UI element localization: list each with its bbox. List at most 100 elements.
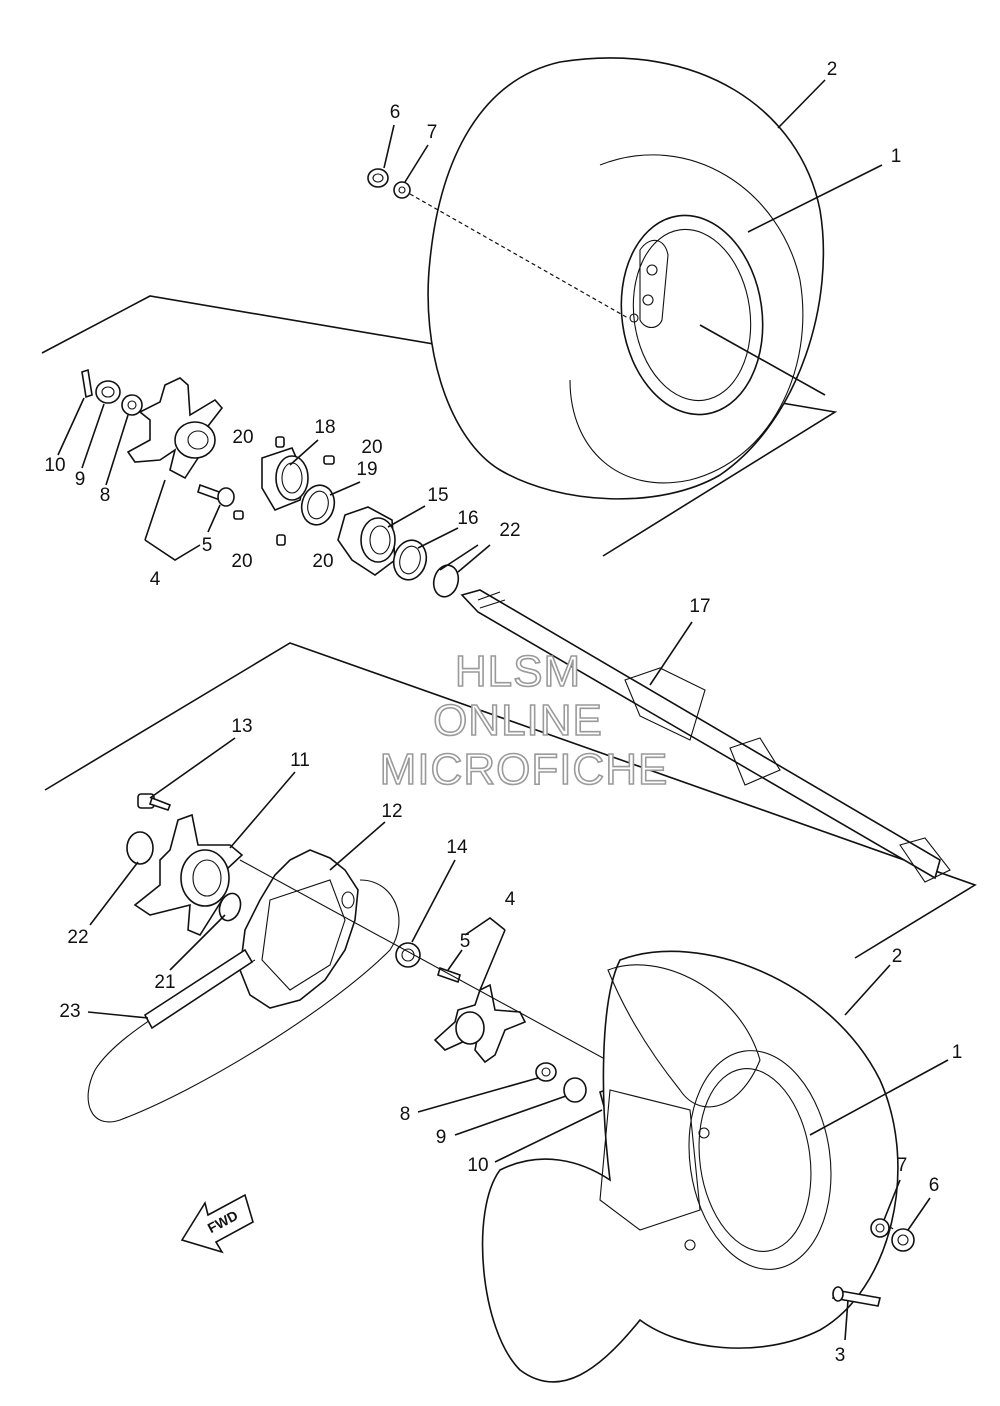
- watermark-line3: MICROFICHE: [380, 745, 669, 794]
- upper-cotter-pin: [81, 368, 93, 399]
- callout-upper-tire: 2: [827, 59, 838, 80]
- leader-5: [207, 504, 221, 533]
- callout-set-screw-d: 20: [312, 551, 333, 572]
- leader-10-lower: [494, 1109, 603, 1163]
- leader-17: [649, 621, 693, 686]
- leader-6-lower: [907, 1197, 931, 1231]
- leader-7-lower: [883, 1179, 901, 1221]
- leader-2-lower: [844, 964, 891, 1016]
- leader-12: [329, 821, 386, 871]
- set-screws: [233, 436, 335, 546]
- chain-loop: [87, 879, 400, 1123]
- callout-upper-plain-washer: 8: [100, 485, 111, 506]
- leader-18: [289, 439, 319, 466]
- leader-upper-washer: [404, 144, 429, 183]
- callout-seal: 19: [356, 459, 377, 480]
- leader-3: [844, 1299, 849, 1341]
- callout-lower-tire: 2: [892, 946, 903, 967]
- callout-lower-stud: 5: [460, 931, 471, 952]
- lower-nut-6: [891, 1228, 915, 1252]
- leader-21: [169, 914, 226, 971]
- callout-circlip: 21: [154, 972, 175, 993]
- leader-16: [417, 527, 459, 549]
- upper-castle-nut: [95, 380, 121, 404]
- upper-plain-washer: [121, 394, 143, 416]
- leader-22a: [439, 544, 479, 571]
- sprocket-12: [239, 849, 359, 1009]
- callout-axle: 17: [689, 596, 710, 617]
- callout-sprocket: 12: [381, 801, 402, 822]
- leader-13: [149, 737, 236, 799]
- leader-4-lower-a: [479, 929, 506, 991]
- watermark-line2: ONLINE: [433, 696, 603, 745]
- leader-4a: [144, 479, 166, 541]
- spacer-16: [392, 539, 428, 581]
- callout-spacer: 16: [457, 508, 478, 529]
- callout-bearing-housing: 18: [314, 417, 335, 438]
- leader-8-lower: [417, 1077, 539, 1113]
- leader-4: [144, 539, 201, 561]
- callout-upper-cotter: 10: [44, 455, 65, 476]
- leader-11: [229, 771, 296, 849]
- bearing-housing-18: [261, 447, 309, 511]
- leader-19: [329, 481, 361, 496]
- valve-3: [832, 1286, 881, 1307]
- circlip-21: [218, 892, 242, 922]
- nut-14: [395, 942, 421, 968]
- callout-valve: 3: [835, 1345, 846, 1366]
- callout-o-ring-upper: 22: [499, 520, 520, 541]
- axle-17: [460, 589, 951, 883]
- seal-19: [300, 484, 336, 526]
- leader-10: [57, 397, 85, 456]
- watermark-line1: HLSM: [455, 647, 581, 696]
- callout-bolt: 13: [231, 716, 252, 737]
- callout-chain: 23: [59, 1001, 80, 1022]
- leader-22-lower: [89, 861, 139, 926]
- leader-upper-nut: [383, 124, 395, 169]
- lower-washer-7: [870, 1218, 890, 1238]
- callout-o-ring-lower: 22: [67, 927, 88, 948]
- callout-bearing: 15: [427, 485, 448, 506]
- upper-wheel: [427, 57, 825, 500]
- leader-4-lower: [464, 917, 506, 936]
- callout-upper-hub-assy: 4: [150, 569, 161, 590]
- leader-22b: [457, 544, 491, 573]
- leader-14: [411, 859, 456, 943]
- callout-upper-nut: 6: [390, 102, 401, 123]
- callout-set-screw-c: 20: [231, 551, 252, 572]
- leader-9-lower: [454, 1095, 567, 1136]
- lower-hub-4: [433, 983, 527, 1064]
- callout-upper-castle-nut: 9: [75, 469, 86, 490]
- callout-lower-plain-washer: 8: [400, 1104, 411, 1125]
- callout-upper-washer: 7: [427, 122, 438, 143]
- chain-23: [143, 948, 254, 1030]
- leader-15: [387, 505, 426, 528]
- callout-lower-cotter: 10: [467, 1155, 488, 1176]
- leader-23: [87, 1011, 149, 1019]
- lower-hub-11: [133, 813, 244, 936]
- fwd-arrow: FWD: [180, 1193, 254, 1254]
- leader-8: [105, 414, 129, 486]
- lower-wheel: [481, 950, 899, 1383]
- upper-hub: [126, 377, 224, 480]
- leader-upper-rim: [747, 164, 883, 233]
- callout-set-screw-a: 20: [232, 427, 253, 448]
- leader-1-lower: [809, 1059, 949, 1136]
- callout-nut-14: 14: [446, 837, 468, 858]
- callout-lower-washer: 7: [897, 1155, 908, 1176]
- callout-upper-stud: 5: [202, 535, 213, 556]
- callout-lower-hub-assy: 4: [505, 889, 516, 910]
- leader-9: [81, 403, 105, 469]
- callout-hub-lower: 11: [290, 750, 310, 771]
- lower-plain-washer: [535, 1062, 557, 1082]
- upper-nut-6: [367, 168, 389, 188]
- leader-5-lower: [447, 949, 463, 971]
- upper-stud: [197, 483, 235, 507]
- bolt-13: [137, 793, 172, 811]
- lower-panel-outline: [44, 642, 977, 959]
- o-ring-upper-22: [432, 564, 460, 598]
- callout-lower-nut: 6: [929, 1175, 940, 1196]
- callout-lower-castle-nut: 9: [436, 1127, 447, 1148]
- o-ring-lower-22: [126, 831, 154, 865]
